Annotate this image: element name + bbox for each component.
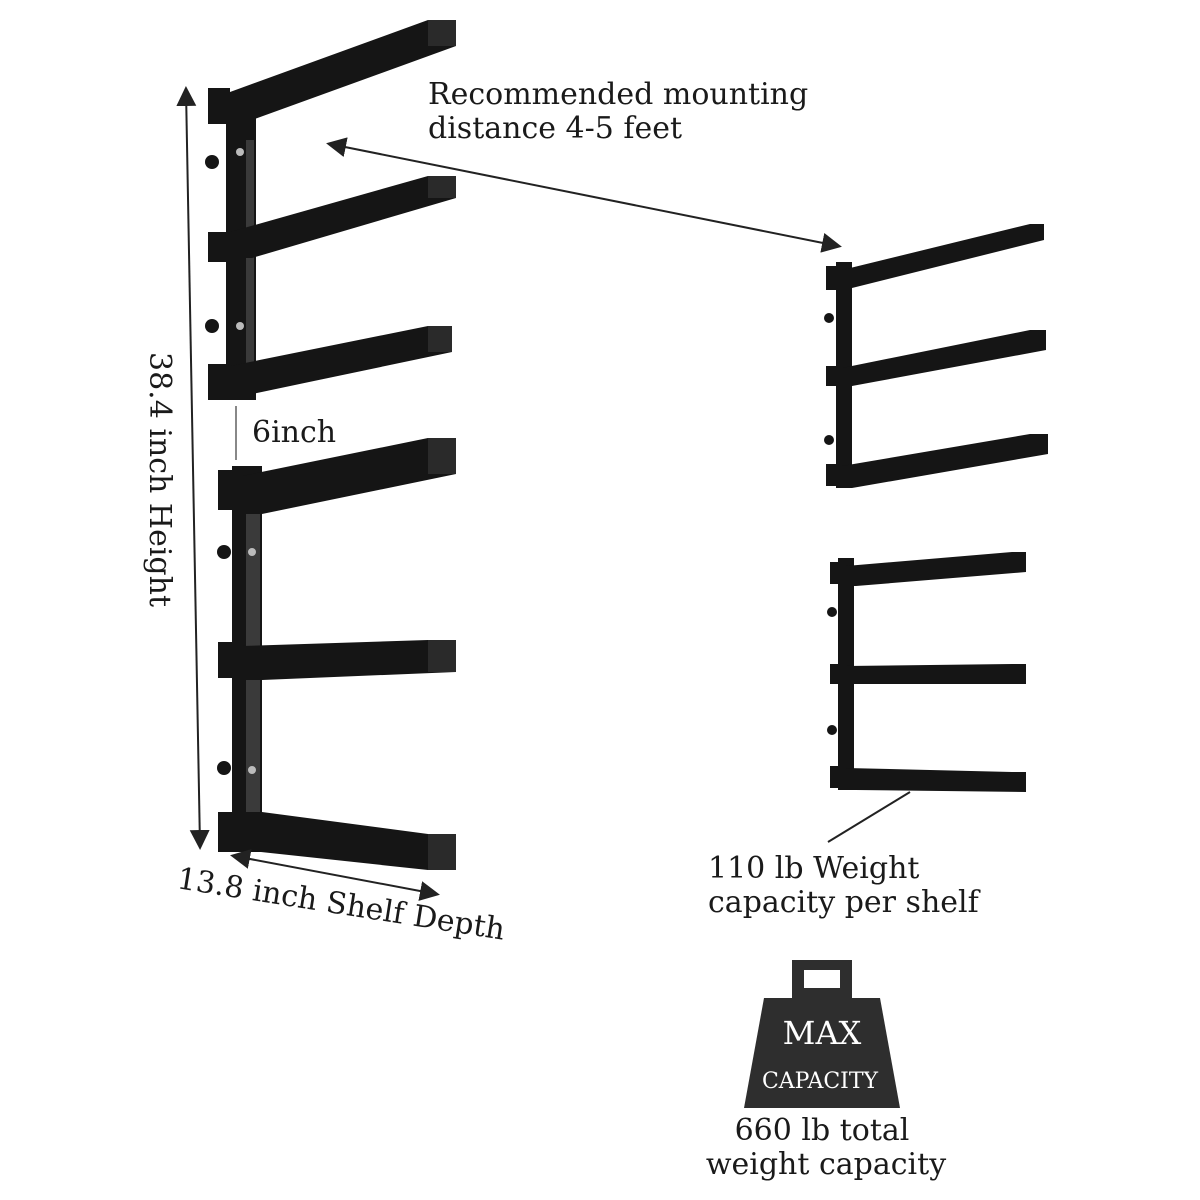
left-arm-3 — [230, 326, 452, 394]
right-arm-2 — [842, 330, 1046, 386]
left-upper-rack — [205, 20, 456, 400]
mounting-distance-label-line2: distance 4-5 feet — [428, 111, 682, 146]
right-arm-6 — [846, 768, 1026, 792]
left-arm-4 — [242, 438, 456, 514]
total-capacity-line2: weight capacity — [706, 1147, 946, 1182]
depth-dimension-line — [230, 849, 440, 901]
right-arm-5 — [846, 664, 1026, 684]
weight-icon-max-text: MAX — [783, 1014, 862, 1052]
height-dimension-line — [176, 86, 210, 850]
total-capacity-line1: 660 lb total — [735, 1113, 910, 1148]
mounting-distance-line — [326, 137, 842, 253]
right-arm-3 — [842, 434, 1048, 488]
kettlebell-weight-icon: MAX CAPACITY — [744, 960, 900, 1108]
left-arm-1 — [230, 20, 456, 120]
left-arm-6 — [242, 812, 456, 870]
right-lower-rack — [827, 552, 1026, 792]
height-label: 38.4 inch Height — [142, 352, 177, 607]
capacity-label-line1: 110 lb Weight — [708, 851, 919, 886]
right-upper-rack — [824, 224, 1048, 488]
left-arm-5 — [242, 640, 456, 680]
left-lower-rack — [217, 438, 456, 870]
capacity-label-line2: capacity per shelf — [708, 885, 981, 920]
right-arm-4 — [846, 552, 1026, 586]
mounting-distance-label-line1: Recommended mounting — [428, 77, 808, 112]
weight-icon-capacity-text: CAPACITY — [762, 1069, 879, 1094]
gap-label: 6inch — [252, 415, 336, 450]
depth-label: 13.8 inch Shelf Depth — [175, 861, 508, 947]
capacity-leader-line — [827, 791, 911, 843]
left-arm-2 — [230, 176, 456, 258]
right-arm-1 — [842, 224, 1044, 288]
